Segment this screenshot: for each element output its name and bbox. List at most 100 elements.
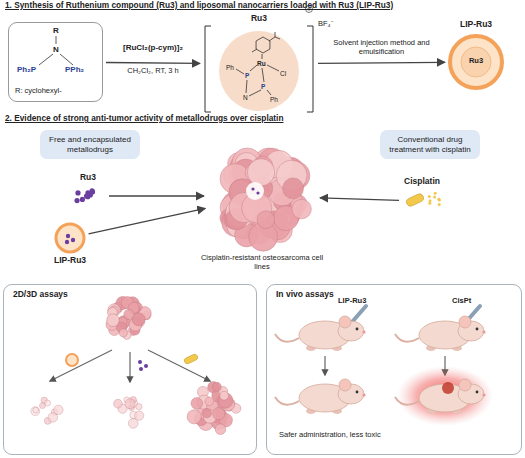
- drawing-part: [50, 350, 112, 381]
- node-text: Ru3: [448, 57, 504, 66]
- drawing-part: [45, 400, 51, 406]
- assay-panel: 2D/3D assays: [3, 284, 257, 455]
- drawing-part: [202, 408, 212, 418]
- node-text: Ru: [257, 60, 266, 67]
- drawing-part: [119, 329, 127, 337]
- drawing-part: [262, 68, 264, 82]
- treatment-label: CisPt: [452, 297, 471, 306]
- drawing-part: [60, 54, 73, 65]
- drug-icon: Ru3: [70, 186, 106, 206]
- drawing-part: [107, 314, 120, 327]
- drawing-part: [114, 399, 123, 408]
- drawing-part: [252, 49, 257, 52]
- info-box: Conventional drug treatment with cisplat…: [380, 130, 480, 159]
- drawing-part: [434, 192, 437, 195]
- drawing-part: [395, 316, 486, 351]
- drawing-part: [56, 224, 84, 252]
- drawing-part: [183, 353, 198, 364]
- arrow-connector: [89, 208, 206, 234]
- drawing-part: [139, 367, 143, 371]
- node-title: 2D/3D assays: [13, 290, 68, 300]
- node-text: Ph₂P: [17, 65, 36, 74]
- drawing-part: [205, 397, 214, 406]
- assay-panel: In vivo assaysSafer administration, less…: [266, 284, 522, 455]
- drawing-part: [256, 37, 270, 53]
- node-title: Free and encapsulated metallodrugs: [44, 135, 136, 154]
- drawing-part: [324, 356, 325, 375]
- node-text: Ph: [270, 96, 278, 103]
- drawing-part: [249, 90, 261, 96]
- edge-label: Solvent injection method and emulsificat…: [322, 38, 442, 56]
- drawing-part: [33, 407, 39, 413]
- drawing-part: [31, 407, 40, 416]
- drawing-part: [428, 202, 431, 205]
- drawing-part: [144, 364, 148, 368]
- liposome-icon-shape: [54, 222, 86, 254]
- node-title: Conventional drug treatment with cisplat…: [384, 135, 476, 154]
- drawing-part: [428, 195, 431, 198]
- drawing-part: [269, 37, 275, 41]
- counter-ion: BF₄⁻: [318, 20, 334, 29]
- drawing-part: [246, 182, 264, 200]
- drawing-part: [80, 197, 85, 202]
- drawing-part: [215, 424, 226, 435]
- drawing-part: [246, 80, 247, 93]
- drawing-part: [442, 382, 454, 394]
- node-title: LIP-Ru3: [40, 256, 100, 266]
- drawing-part: [65, 240, 69, 244]
- node-title: Cisplatin-resistant osteosarcoma cell li…: [195, 254, 329, 271]
- drawing-part: [135, 411, 144, 420]
- drawing-part: [433, 196, 436, 199]
- cisplatin-icon-shape: [402, 190, 442, 212]
- drawing-part: [247, 159, 274, 186]
- tumor-shape: [205, 141, 319, 251]
- drawing-part: [275, 32, 276, 37]
- drawing-part: [256, 191, 259, 194]
- drawing-part: [39, 54, 53, 65]
- drawing-part: [292, 199, 311, 218]
- node-text: Ph: [226, 64, 234, 71]
- drawing-part: [125, 399, 135, 409]
- drug-icon-shape: [70, 186, 106, 206]
- node-text: Cl: [280, 70, 286, 77]
- section-heading: 2. Evidence of strong anti-tumor activit…: [5, 114, 283, 124]
- drawing-part: [283, 178, 304, 199]
- drawing-part: [236, 69, 244, 74]
- drawing-part: [395, 379, 486, 414]
- node-text: P: [261, 83, 265, 90]
- drawing-part: [66, 354, 78, 366]
- arrow-connector: [109, 195, 204, 196]
- drawing-part: [213, 408, 225, 420]
- drawing-part: [187, 410, 201, 424]
- node-text: PPh₂: [65, 65, 84, 74]
- cisplatin-icon: Cisplatin: [402, 190, 442, 212]
- node-title: Ru3: [203, 14, 315, 24]
- condition-label: CH₂Cl₂, RT, 3 h: [105, 67, 201, 76]
- node-title: Ru3: [70, 173, 106, 183]
- drawing-part: [352, 306, 366, 322]
- drawing-part: [89, 188, 94, 193]
- node-text: R: cyclohexyl-: [15, 87, 62, 96]
- drawing-part: [267, 65, 279, 71]
- liposome-icon: LIP-Ru3: [54, 222, 86, 254]
- drawing-part: [75, 190, 80, 195]
- drawing-part: [148, 350, 210, 381]
- drawing-part: [71, 238, 75, 242]
- node-title: Cisplatin: [392, 177, 452, 187]
- drawing-part: [220, 391, 229, 400]
- node-text: P: [245, 72, 249, 79]
- drawing-part: [85, 190, 90, 195]
- node-title: LIP-Ru3: [438, 20, 514, 30]
- drawing-part: [275, 379, 366, 414]
- drawing-part: [74, 198, 79, 203]
- treatment-label: LIP-Ru3: [338, 297, 366, 306]
- tumor: Cisplatin-resistant osteosarcoma cell li…: [205, 141, 319, 251]
- drawing-part: [257, 211, 275, 229]
- ruthenium-complex: Ru3RuClPPNPhPh: [203, 14, 315, 114]
- mice: [275, 316, 493, 426]
- drawing-part: [250, 65, 257, 71]
- drawing-part: [438, 198, 441, 201]
- drawing-part: [219, 31, 299, 111]
- drawing-part: [275, 37, 280, 39]
- drawing-part: [191, 398, 203, 410]
